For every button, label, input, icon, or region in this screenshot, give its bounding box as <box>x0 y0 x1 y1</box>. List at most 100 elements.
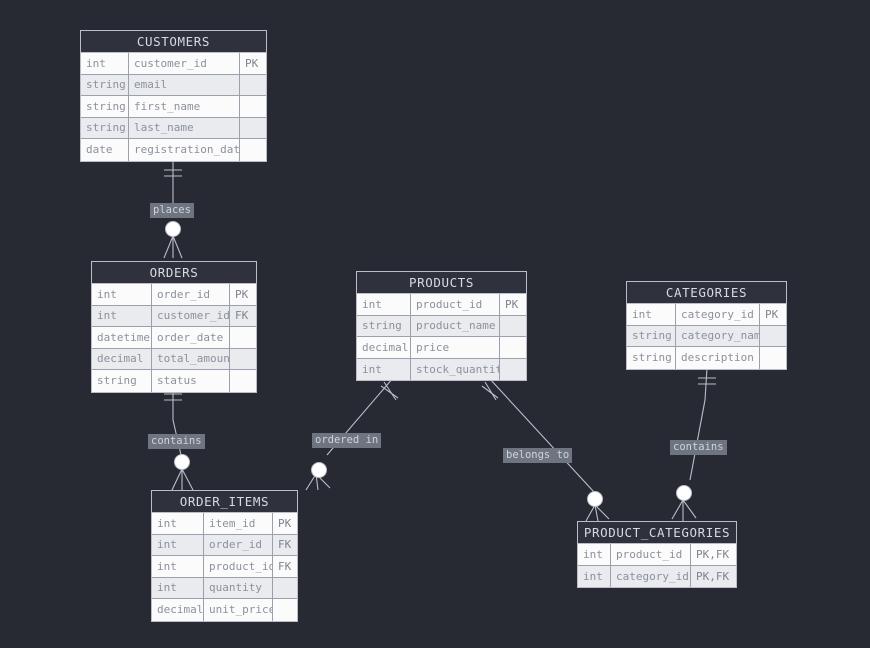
edge-categories-product-categories <box>689 367 708 481</box>
entity-title-products: PRODUCTS <box>357 272 526 294</box>
attribute-type: string <box>357 315 411 336</box>
attribute-key: PK <box>229 284 256 305</box>
attribute-type: int <box>357 358 411 380</box>
attribute-name: price <box>416 340 450 354</box>
attribute-name: customer_id <box>134 56 207 70</box>
attribute-type: datetime <box>92 327 152 348</box>
attribute-key <box>759 347 786 369</box>
attribute-row: int quantity <box>152 577 297 599</box>
attribute-name: category_id <box>681 307 754 321</box>
edge-products-product-categories <box>488 377 595 493</box>
attribute-name: unit_price <box>209 603 272 617</box>
attribute-key <box>759 325 786 346</box>
marker-crowsfoot-orders <box>163 235 183 259</box>
marker-one-tick-f <box>385 380 398 394</box>
attribute-type: int <box>152 577 204 598</box>
attribute-key <box>499 337 526 358</box>
attribute-type: int <box>152 513 204 534</box>
relationship-label-categories-prod-categories: contains <box>670 440 727 455</box>
entity-title-categories: CATEGORIES <box>627 282 786 304</box>
attribute-key <box>239 139 266 161</box>
attribute-key: PK <box>759 304 786 325</box>
attribute-type: date <box>81 139 129 161</box>
entity-title-order_items: ORDER_ITEMS <box>152 491 297 513</box>
relationship-label-products-product-categories: belongs to <box>503 448 573 463</box>
marker-zero-circle-pc-right <box>676 485 692 501</box>
marker-one-tick-e <box>380 385 399 399</box>
attribute-key: FK <box>272 534 297 555</box>
attribute-type: int <box>152 556 204 577</box>
attribute-name: item_id <box>209 516 256 530</box>
attribute-key <box>272 599 297 621</box>
attribute-row: string email <box>81 74 266 96</box>
attribute-type: string <box>92 370 152 392</box>
attribute-name: registration_date <box>134 143 239 157</box>
attribute-name: first_name <box>134 99 201 113</box>
attribute-key <box>229 370 256 392</box>
marker-zero-circle-orders <box>165 221 181 237</box>
attribute-type: int <box>81 53 129 74</box>
attribute-type: int <box>92 305 152 326</box>
attribute-row: int customer_id PK <box>81 53 266 75</box>
attribute-key <box>239 74 266 95</box>
attribute-name: order_id <box>209 538 262 552</box>
marker-zero-circle-order-items-right <box>311 462 327 478</box>
attribute-name: stock_quantity <box>416 362 499 376</box>
attribute-key <box>499 315 526 336</box>
attribute-row: decimal unit_price <box>152 599 297 621</box>
attribute-type: int <box>578 565 611 587</box>
attribute-type: string <box>627 325 676 346</box>
attribute-name: product_name <box>416 319 496 333</box>
attribute-name: product_id <box>209 559 272 573</box>
attribute-name: email <box>134 78 168 92</box>
attribute-key: PK <box>499 294 526 315</box>
attribute-key <box>229 348 256 369</box>
attribute-key <box>499 358 526 380</box>
attribute-type: string <box>81 74 129 95</box>
attribute-key: PK <box>239 53 266 74</box>
attribute-name: total_amount <box>157 352 229 366</box>
attribute-type: int <box>357 294 411 315</box>
attribute-type: int <box>627 304 676 325</box>
attribute-key <box>272 577 297 598</box>
attribute-name: category_name <box>681 329 759 343</box>
relationship-label-customers-orders: places <box>150 203 194 218</box>
attribute-name: description <box>681 351 754 365</box>
marker-crowsfoot-pc-left <box>585 504 610 522</box>
marker-one-tick-h <box>481 385 499 399</box>
attribute-type: decimal <box>152 599 204 621</box>
attribute-type: string <box>627 347 676 369</box>
attribute-name: category_id <box>616 569 689 583</box>
attribute-name: last_name <box>134 121 194 135</box>
attribute-row: date registration_date <box>81 139 266 161</box>
attribute-key <box>229 327 256 348</box>
attribute-type: int <box>92 284 152 305</box>
attribute-row: string description <box>627 347 786 369</box>
attribute-row: string first_name <box>81 96 266 118</box>
relationship-label-orders-order-items: contains <box>148 434 205 449</box>
attribute-key: FK <box>272 556 297 577</box>
attribute-type: string <box>81 96 129 117</box>
attribute-row: string category_name <box>627 325 786 347</box>
attribute-key <box>239 117 266 138</box>
attribute-row: string product_name <box>357 315 526 337</box>
attribute-row: int category_id PK <box>627 304 786 326</box>
marker-one-tick-g <box>383 381 397 401</box>
entity-title-orders: ORDERS <box>92 262 256 284</box>
entity-title-customers: CUSTOMERS <box>81 31 266 53</box>
attribute-name: quantity <box>209 581 262 595</box>
attribute-type: int <box>578 544 611 565</box>
relationship-label-products-order-items: ordered in <box>312 433 382 448</box>
attribute-type: decimal <box>92 348 152 369</box>
